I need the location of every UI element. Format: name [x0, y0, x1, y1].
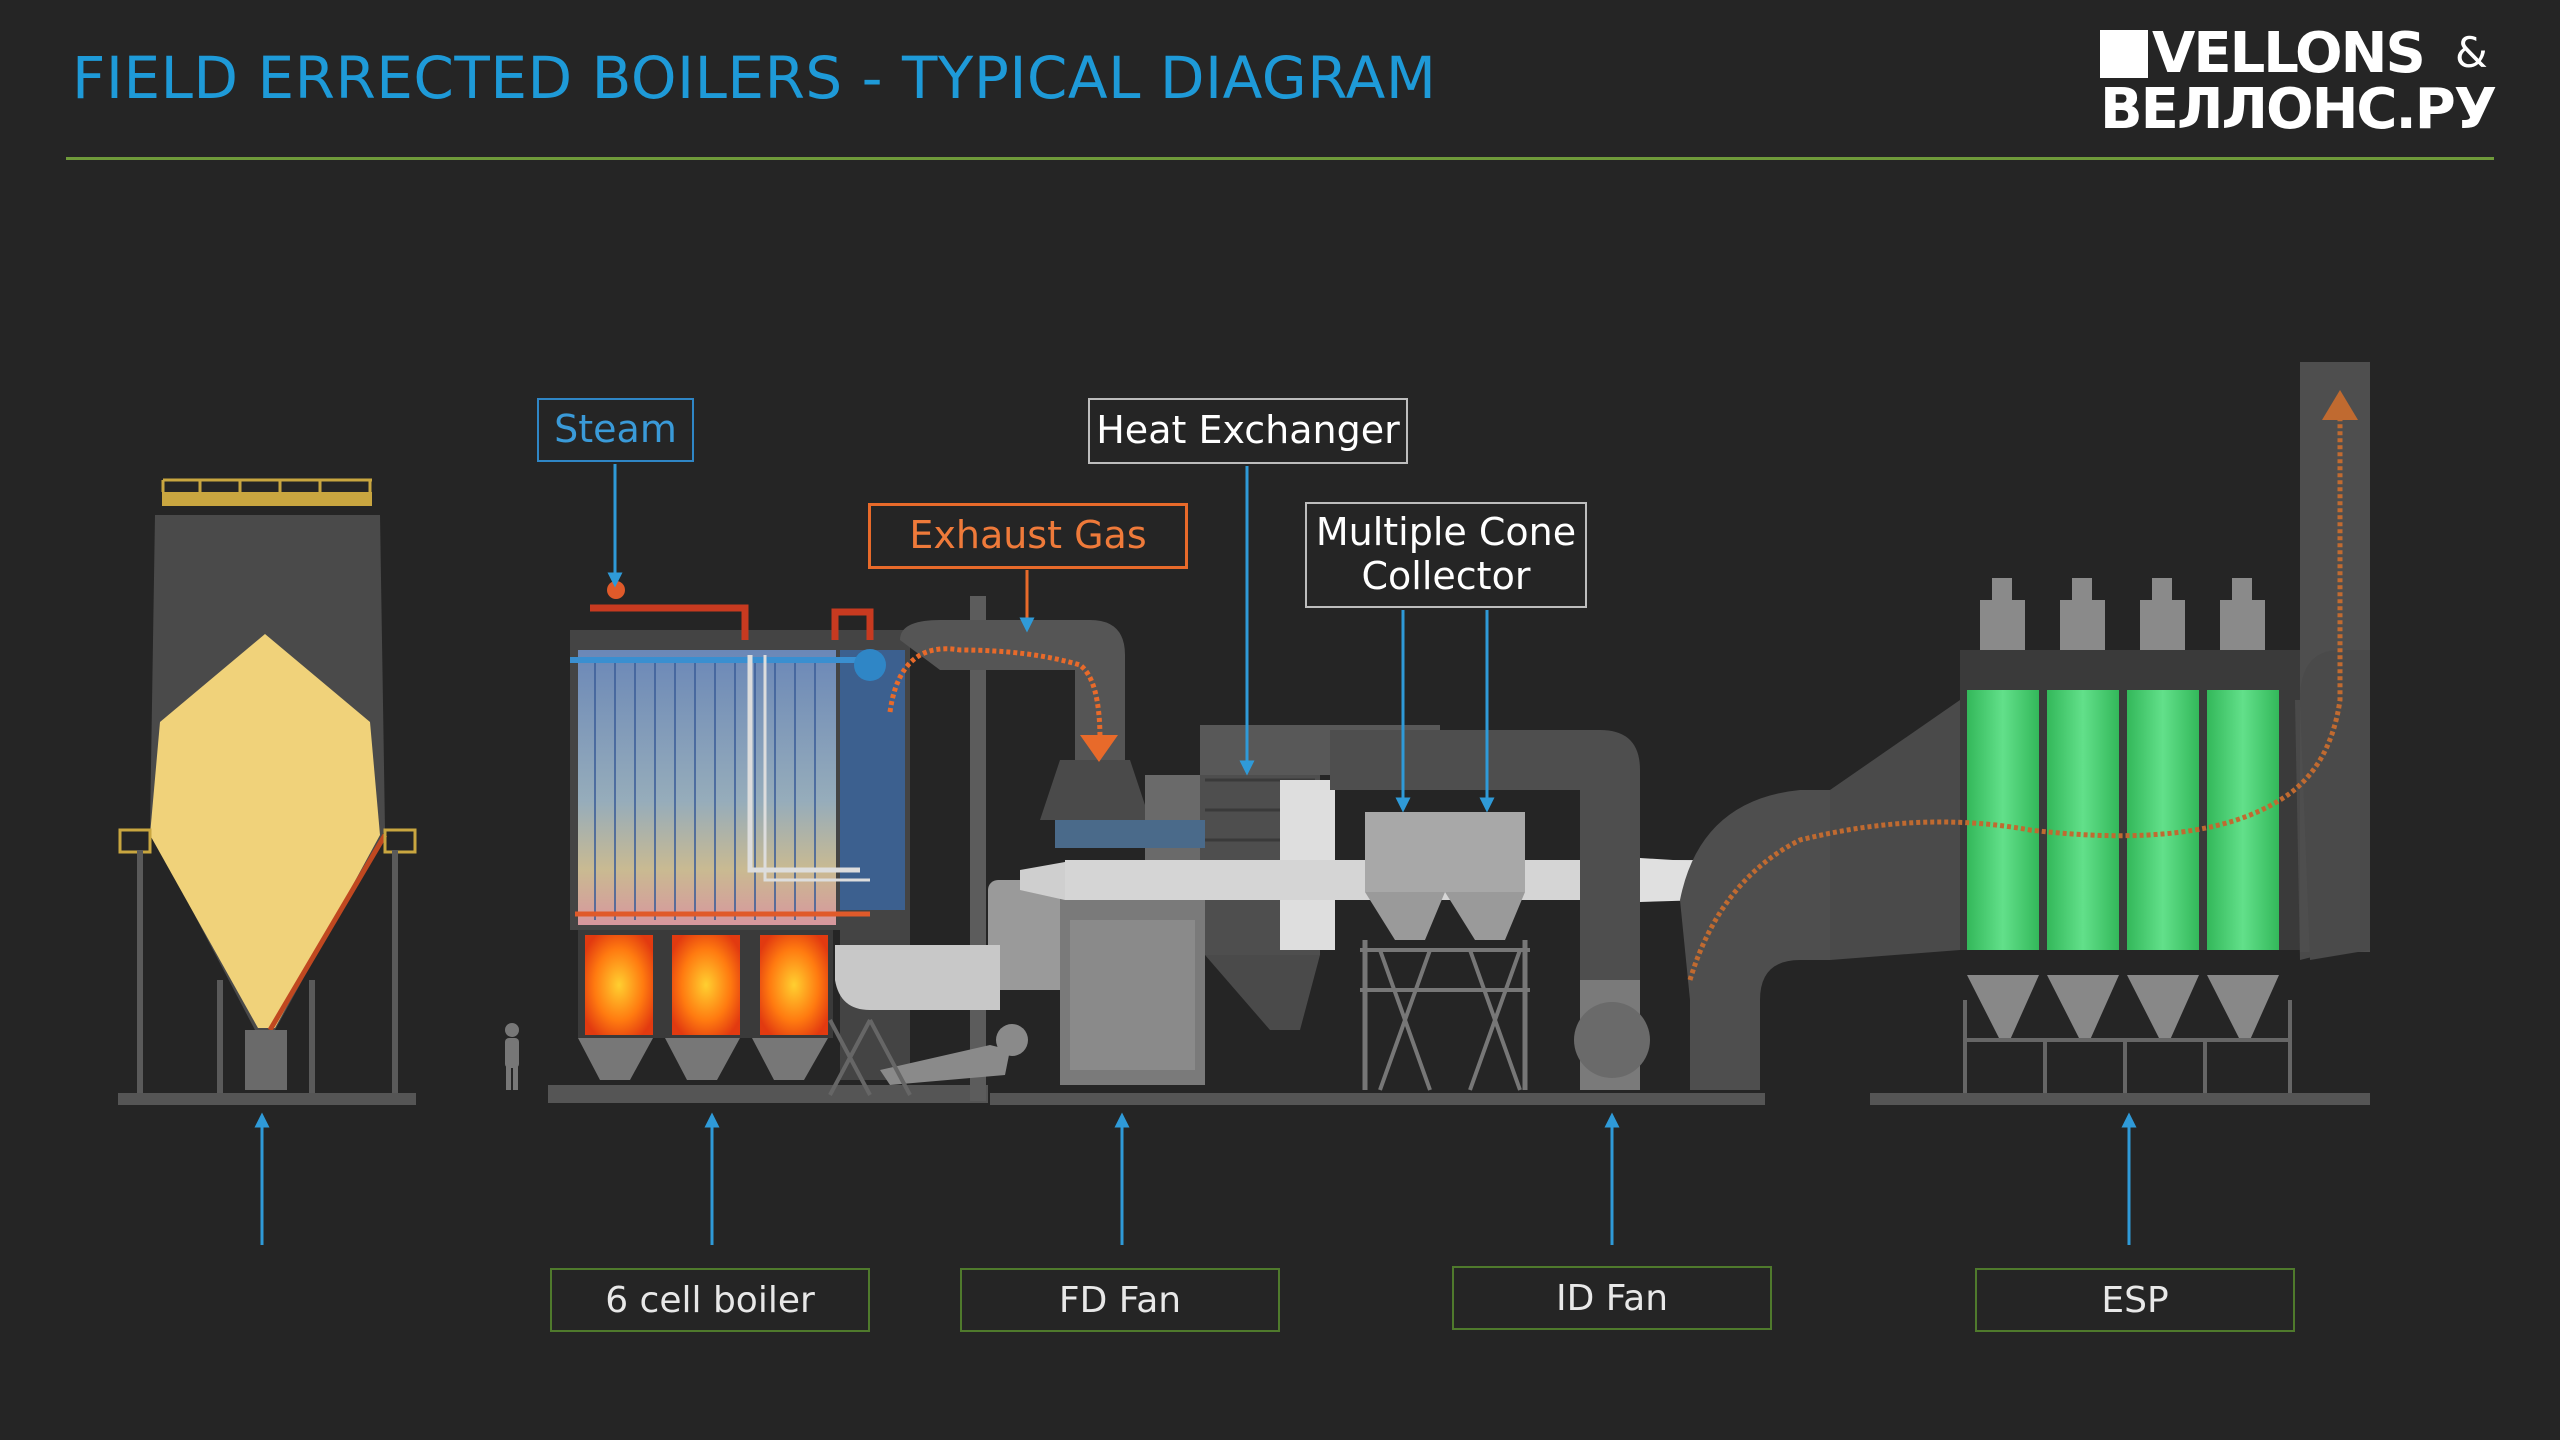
exhaust-stack	[2300, 362, 2370, 960]
id-fan	[990, 980, 1765, 1105]
company-logo: VELLONS & ВЕЛЛОНС.РУ	[2100, 24, 2500, 144]
exhaust-flow-path	[1687, 420, 2343, 981]
person-scale-figure	[505, 1023, 519, 1090]
multiple-cone-collector	[1330, 730, 1640, 1091]
fuel-pile	[150, 634, 380, 1028]
fuel-silo	[118, 478, 417, 1105]
exhaust-flow-path	[887, 646, 1103, 741]
fd-fan	[828, 880, 1205, 1096]
label-fd-fan: FD Fan	[960, 1268, 1280, 1332]
logo-ampersand: &	[2455, 28, 2488, 77]
callout-multiple-cone-collector: Multiple Cone Collector	[1305, 502, 1587, 608]
page-title: FIELD ERRECTED BOILERS - TYPICAL DIAGRAM	[72, 44, 1437, 112]
title-divider	[66, 157, 2494, 160]
logo-mark	[2100, 30, 2148, 78]
bottom-pointers	[254, 1112, 2137, 1245]
callout-steam: Steam	[537, 398, 694, 462]
boiler	[548, 581, 988, 1103]
callout-pointers	[607, 464, 1495, 813]
label-esp: ESP	[1975, 1268, 2295, 1332]
label-boiler: 6 cell boiler	[550, 1268, 870, 1332]
callout-heat-exchanger: Heat Exchanger	[1088, 398, 1408, 464]
firebox-cell	[760, 935, 828, 1035]
logo-text-latin: VELLONS	[2152, 21, 2426, 86]
label-id-fan: ID Fan	[1452, 1266, 1772, 1330]
callout-exhaust-gas: Exhaust Gas	[868, 503, 1188, 569]
firebox-cell	[672, 935, 740, 1035]
firebox-cell	[585, 935, 653, 1035]
logo-text-cyrillic: ВЕЛЛОНС.РУ	[2100, 77, 2497, 142]
esp-inlet-duct	[1680, 700, 1960, 1090]
